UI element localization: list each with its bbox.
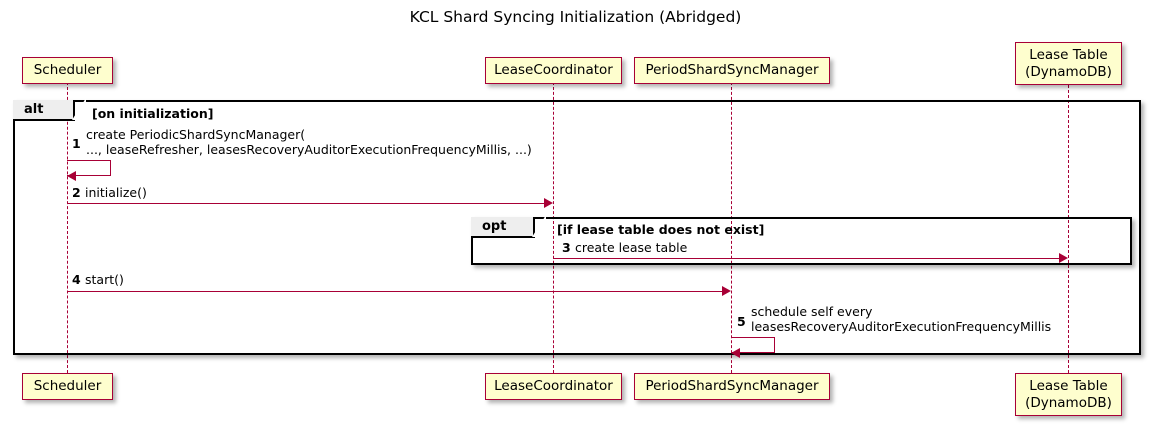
message-2-line[interactable] <box>67 203 548 204</box>
message-1-arrowhead <box>67 171 76 181</box>
message-1-number: 1 <box>72 136 81 151</box>
message-3-label: create lease table <box>575 240 688 255</box>
participant-scheduler-bottom[interactable]: Scheduler <box>22 373 113 400</box>
participant-label: LeaseCoordinator <box>494 62 613 79</box>
lifeline-scheduler <box>67 82 68 373</box>
message-3-number: 3 <box>562 240 571 255</box>
participant-scheduler-top[interactable]: Scheduler <box>22 57 113 84</box>
lifeline-lease-table <box>1068 85 1069 373</box>
participant-lease-table-bottom[interactable]: Lease Table (DynamoDB) <box>1015 373 1122 416</box>
message-2-number: 2 <box>72 185 81 200</box>
fragment-alt-condition: [on initialization] <box>92 106 214 121</box>
participant-label: Scheduler <box>33 378 102 395</box>
message-2-label: initialize() <box>85 185 147 200</box>
message-4-line[interactable] <box>67 291 726 292</box>
fragment-opt-lease-table-missing <box>471 217 1132 265</box>
message-4-number: 4 <box>72 272 81 287</box>
message-3-line[interactable] <box>553 258 1063 259</box>
message-5-label: schedule self every leasesRecoveryAudito… <box>751 304 1052 335</box>
participant-lease-table-top[interactable]: Lease Table (DynamoDB) <box>1015 42 1122 85</box>
message-3-arrowhead <box>1059 253 1068 263</box>
message-5-self-loop[interactable] <box>731 337 775 353</box>
participant-period-shard-sync-manager-top[interactable]: PeriodShardSyncManager <box>634 57 830 84</box>
participant-label: Scheduler <box>33 62 102 79</box>
diagram-title: KCL Shard Syncing Initialization (Abridg… <box>409 8 742 26</box>
participant-label: Lease Table (DynamoDB) <box>1025 46 1112 80</box>
fragment-opt-condition: [if lease table does not exist] <box>557 222 765 237</box>
fragment-operator-text: alt <box>24 102 44 117</box>
fragment-operator-text: opt <box>482 219 507 234</box>
message-4-label: start() <box>85 272 124 287</box>
participant-label: PeriodShardSyncManager <box>645 62 819 79</box>
participant-lease-coordinator-bottom[interactable]: LeaseCoordinator <box>485 373 622 400</box>
fragment-alt-on-initialization <box>13 100 1141 355</box>
message-5-arrowhead <box>731 348 740 358</box>
participant-lease-coordinator-top[interactable]: LeaseCoordinator <box>485 57 622 84</box>
fragment-opt-operator-label: opt <box>471 215 546 238</box>
participant-label: PeriodShardSyncManager <box>645 378 819 395</box>
lifeline-lease-coordinator <box>553 82 554 373</box>
lifeline-period-shard-sync-manager <box>731 82 732 373</box>
message-4-arrowhead <box>722 286 731 296</box>
message-5-number: 5 <box>737 314 746 329</box>
message-1-label: create PeriodicShardSyncManager( ..., le… <box>86 127 532 158</box>
participant-label: Lease Table (DynamoDB) <box>1025 377 1112 411</box>
message-2-arrowhead <box>544 198 553 208</box>
fragment-alt-operator-label: alt <box>13 98 86 121</box>
participant-label: LeaseCoordinator <box>494 378 613 395</box>
message-1-self-loop[interactable] <box>67 160 111 176</box>
participant-period-shard-sync-manager-bottom[interactable]: PeriodShardSyncManager <box>634 373 830 400</box>
